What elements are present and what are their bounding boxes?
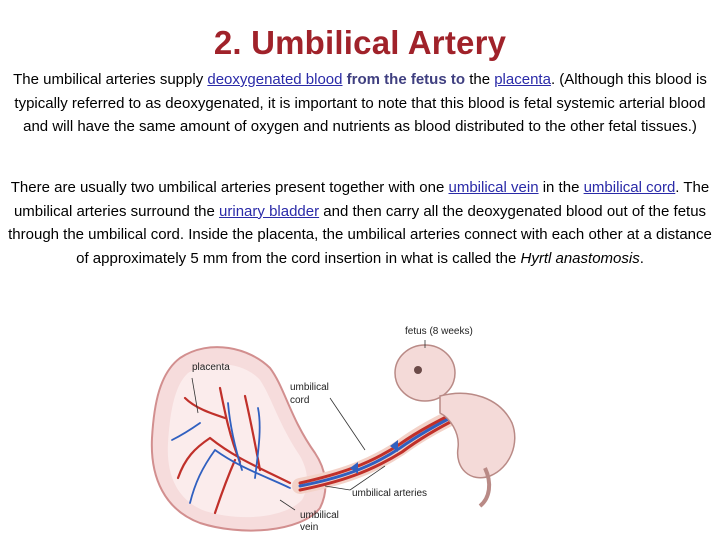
label-cord-line2: cord [290,395,309,406]
label-fetus: fetus (8 weeks) [405,326,473,337]
para2-text-5: . [639,249,644,267]
placenta-inner [167,364,308,518]
hyrtl-anastomosis-term: Hyrtl anastomosis [520,249,640,267]
fetus-placenta-illustration: placenta umbilical cord fetus (8 weeks) … [150,326,516,533]
leader-lines [191,340,426,511]
link-urinary-bladder[interactable]: urinary bladder [219,202,320,220]
label-placenta: placenta [192,362,230,373]
para1-text-3: . (Although this blood is typically refe… [14,71,707,135]
link-placenta[interactable]: placenta [494,71,551,88]
para1-text-1: The umbilical arteries supply [13,71,204,88]
para2-text-4: and then carry all the deoxygenated bloo… [8,202,712,267]
label-umbilical-arteries: umbilical arteries [352,488,427,499]
fetus-figure [394,344,516,508]
page-title: 2. Umbilical Artery [213,24,507,61]
highlight-from-fetus: from the fetus to [346,71,466,88]
para2-text-1: There are usually two umbilical arteries… [10,179,445,196]
paragraph-2: There are usually two umbilical arteries… [8,176,712,270]
paragraph-1: The umbilical arteries supply deoxygenat… [8,68,712,139]
umbilical-cord [292,405,468,494]
label-vein-line2: vein [300,522,318,533]
link-umbilical-cord[interactable]: umbilical cord [583,179,676,196]
flow-arrows [350,440,398,474]
para1-text-2: the [469,71,491,88]
label-cord-line1: umbilical [290,382,329,393]
link-umbilical-vein[interactable]: umbilical vein [448,179,539,196]
placenta-vessels [171,386,292,515]
para2-text-2: in the [542,179,580,196]
label-vein-line1: umbilical [300,510,339,521]
link-deoxygenated-blood[interactable]: deoxygenated blood [207,71,343,88]
para2-text-3: . The umbilical arteries surround the [13,179,710,220]
